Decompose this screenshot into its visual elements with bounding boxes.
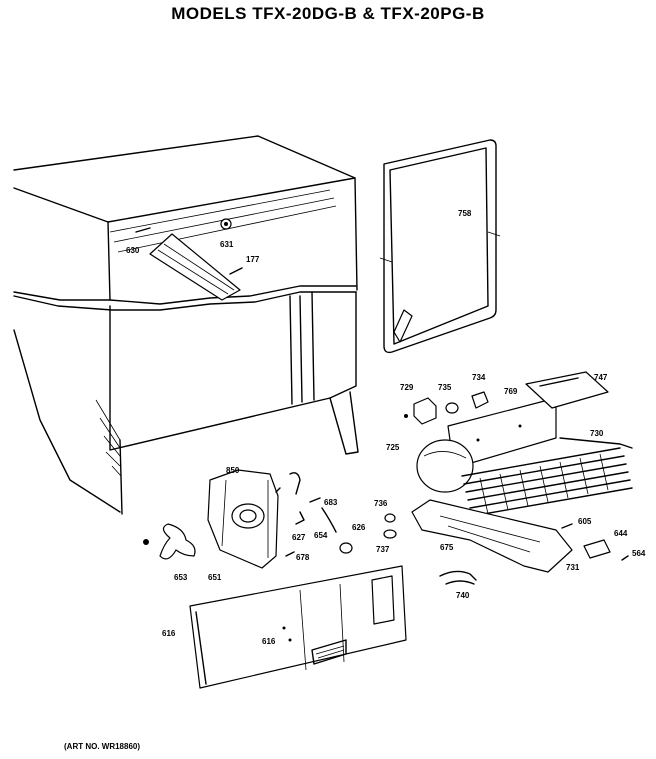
label-654: 654 xyxy=(314,531,328,540)
label-731: 731 xyxy=(566,563,580,572)
label-177: 177 xyxy=(246,255,260,264)
label-653: 653 xyxy=(174,573,188,582)
art-number: (ART NO. WR18860) xyxy=(64,742,141,751)
label-626: 626 xyxy=(352,523,366,532)
label-675: 675 xyxy=(440,543,454,552)
access-panel-drawing xyxy=(189,565,407,689)
label-736: 736 xyxy=(374,499,388,508)
label-747: 747 xyxy=(594,373,608,382)
label-630: 630 xyxy=(126,246,140,255)
label-678: 678 xyxy=(296,553,310,562)
cabinet-drawing xyxy=(13,135,359,515)
label-729: 729 xyxy=(400,383,414,392)
label-644: 644 xyxy=(614,529,628,538)
door-gasket-drawing xyxy=(379,139,501,354)
label-605: 605 xyxy=(578,517,592,526)
label-769: 769 xyxy=(504,387,518,396)
label-683: 683 xyxy=(324,498,338,507)
compressor-drawing xyxy=(383,371,633,585)
label-850: 850 xyxy=(226,466,240,475)
label-616-inner: 616 xyxy=(262,637,276,646)
label-735: 735 xyxy=(438,383,452,392)
label-740: 740 xyxy=(456,591,470,600)
label-737: 737 xyxy=(376,545,390,554)
label-758: 758 xyxy=(458,209,472,218)
label-564: 564 xyxy=(632,549,646,558)
label-730: 730 xyxy=(590,429,604,438)
label-631: 631 xyxy=(220,240,234,249)
label-725: 725 xyxy=(386,443,400,452)
label-616-panel: 616 xyxy=(162,629,176,638)
fan-motor-drawing xyxy=(143,469,353,569)
label-651: 651 xyxy=(208,573,222,582)
diagram-title: MODELS TFX-20DG-B & TFX-20PG-B xyxy=(171,4,485,23)
label-627: 627 xyxy=(292,533,306,542)
label-734: 734 xyxy=(472,373,486,382)
